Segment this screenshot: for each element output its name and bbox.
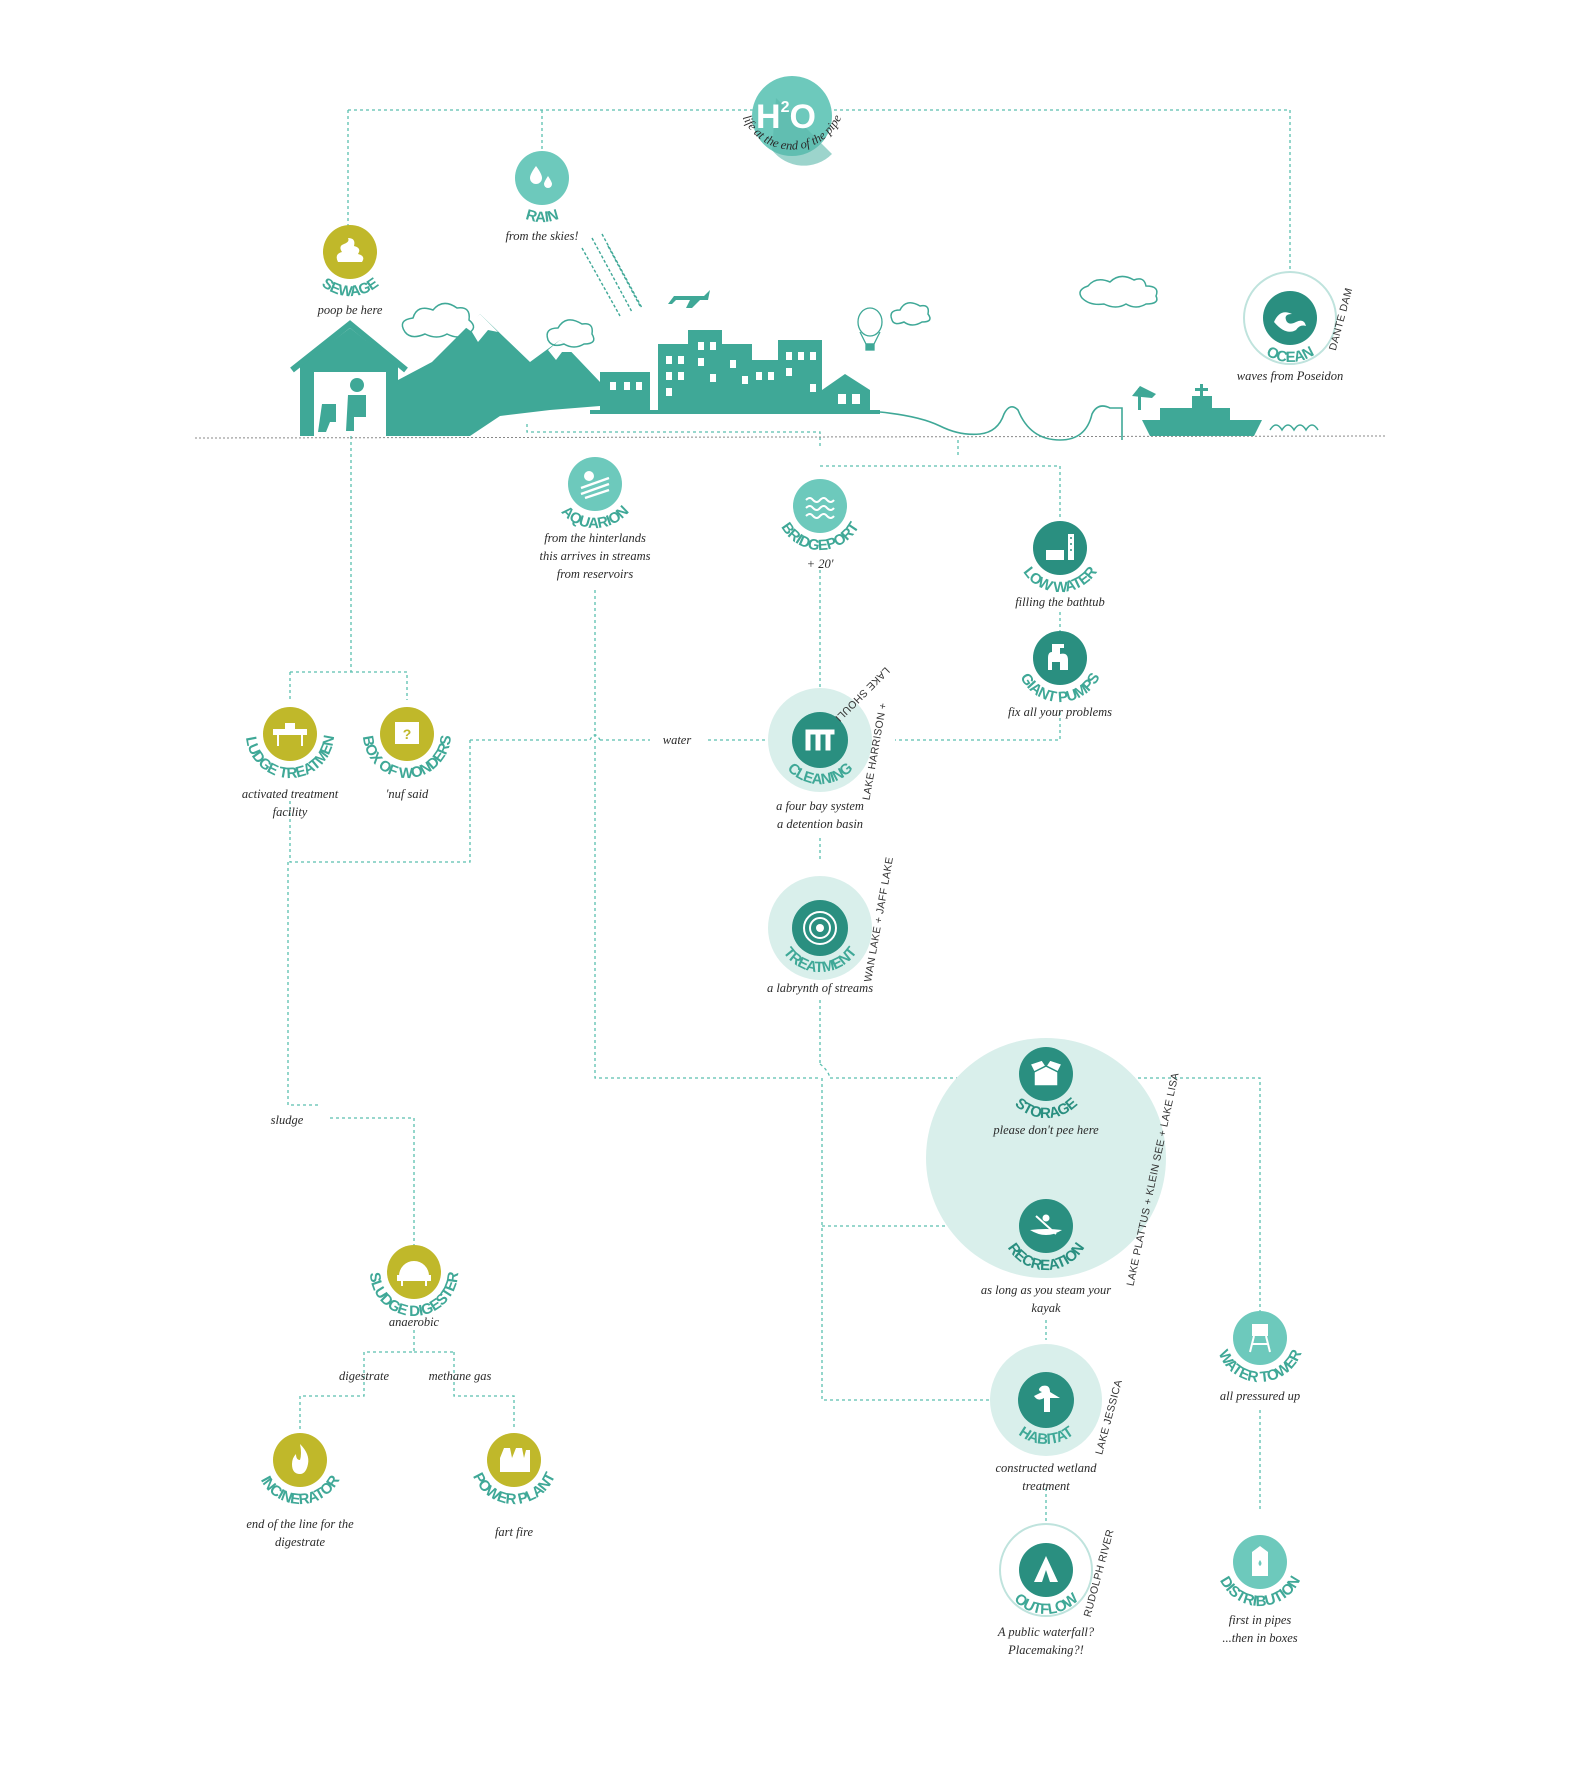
node-aquarion[interactable]: AQUARION from the hinterlands this arriv… bbox=[540, 457, 651, 581]
water-label-bg bbox=[650, 730, 705, 750]
node-h2o[interactable]: H2O life at the end of the pipe bbox=[740, 76, 844, 166]
node-bridgeport[interactable]: BRIDGEPORT + 20' bbox=[778, 479, 863, 571]
edge-label-sludge: sludge bbox=[271, 1113, 304, 1127]
node-treatment[interactable]: TREATMENT WAN LAKE + JAFF LAKE a labrynt… bbox=[767, 856, 896, 995]
storage-caption: please don't pee here bbox=[992, 1123, 1099, 1137]
ocean-caption: waves from Poseidon bbox=[1237, 369, 1343, 383]
habitat-caption-2: treatment bbox=[1022, 1479, 1070, 1493]
connector-main-hop bbox=[819, 1063, 831, 1079]
sludge-treatment-caption-1: activated treatment bbox=[242, 787, 339, 801]
ship-illustration bbox=[1132, 384, 1262, 436]
connector-ground-aquarion bbox=[526, 424, 821, 448]
node-sludge-digester[interactable]: SLUDGE DIGESTER anaerobic bbox=[366, 1245, 463, 1329]
house-illustration bbox=[290, 320, 408, 436]
rain-caption: from the skies! bbox=[505, 229, 578, 243]
h2o-title: H2O bbox=[756, 98, 816, 136]
connector-digester-split bbox=[364, 1330, 454, 1353]
connector-aquarion-down bbox=[594, 590, 820, 1079]
connector-ground-lowwater bbox=[820, 465, 1061, 518]
incinerator-caption-1: end of the line for the bbox=[246, 1517, 354, 1531]
aquarion-caption-2: this arrives in streams bbox=[540, 549, 651, 563]
mountain-left bbox=[398, 314, 600, 436]
connector-h2o-top bbox=[348, 109, 1291, 285]
sludge-label-bg bbox=[262, 1110, 312, 1128]
node-outflow[interactable]: OUTFLOW RUDOLPH RIVER A public waterfall… bbox=[997, 1523, 1117, 1657]
connector-wonders-loop bbox=[289, 740, 471, 863]
ground-line bbox=[194, 435, 1386, 439]
incinerator-caption-2: digestrate bbox=[275, 1535, 325, 1549]
balloon-icon bbox=[857, 307, 883, 351]
connector-methane bbox=[453, 1352, 515, 1430]
power-plant-caption: fart fire bbox=[495, 1525, 534, 1539]
sewage-caption: poop be here bbox=[317, 303, 383, 317]
water-tower-icon bbox=[1233, 1311, 1287, 1365]
edge-label-water: water bbox=[663, 733, 692, 747]
node-power-plant[interactable]: POWER PLANT fart fire bbox=[469, 1433, 559, 1539]
node-low-water[interactable]: LOW WATER filling the bathtub bbox=[1015, 521, 1105, 609]
outflow-caption-1: A public waterfall? bbox=[997, 1625, 1095, 1639]
city-windows bbox=[610, 342, 860, 404]
aquarion-caption-1: from the hinterlands bbox=[544, 531, 646, 545]
box-of-wonders-caption: 'nuf said bbox=[386, 787, 429, 801]
water-tower-caption: all pressured up bbox=[1220, 1389, 1300, 1403]
node-water-tower[interactable]: WATER TOWER all pressured up bbox=[1215, 1311, 1306, 1403]
mystery-box-glyph: ? bbox=[403, 726, 412, 742]
sludge-treatment-caption-2: facility bbox=[273, 805, 308, 819]
sludge-digester-caption: anaerobic bbox=[389, 1315, 440, 1329]
waves-icon bbox=[793, 479, 847, 533]
node-distribution[interactable]: DISTRIBUTION first in pipes ...then in b… bbox=[1216, 1535, 1304, 1645]
node-sewage[interactable]: SEWAGE poop be here bbox=[317, 225, 383, 317]
habitat-caption-1: constructed wetland bbox=[995, 1461, 1097, 1475]
distribution-caption-2: ...then in boxes bbox=[1222, 1631, 1297, 1645]
giant-pumps-caption: fix all your problems bbox=[1008, 705, 1112, 719]
node-cleaning[interactable]: CLEANING LAKE SHOULI LAKE HARRISON + a f… bbox=[768, 664, 892, 831]
node-giant-pumps[interactable]: GIANT PUMPS fix all your problems bbox=[1008, 631, 1112, 719]
connector-storage-tower bbox=[1090, 1077, 1261, 1312]
distribution-caption-1: first in pipes bbox=[1229, 1613, 1292, 1627]
rain-arrows bbox=[581, 233, 643, 317]
cloud-left bbox=[401, 302, 475, 338]
connector-sludge-digester bbox=[287, 862, 320, 1106]
node-habitat[interactable]: HABITAT LAKE JESSICA constructed wetland… bbox=[990, 1344, 1125, 1493]
ocean-label: OCEAN bbox=[1264, 343, 1317, 366]
node-incinerator[interactable]: INCINERATOR end of the line for the dige… bbox=[246, 1433, 354, 1549]
low-water-caption: filling the bathtub bbox=[1015, 595, 1105, 609]
treatment-caption: a labrynth of streams bbox=[767, 981, 873, 995]
bathtub-icon bbox=[1033, 521, 1087, 575]
lakes-halo bbox=[926, 1038, 1166, 1278]
connector-main-trunk bbox=[821, 1078, 990, 1401]
connector-sludge-split bbox=[290, 671, 408, 700]
plane-icon bbox=[668, 290, 710, 308]
cloud-right-2 bbox=[1079, 275, 1158, 308]
wave-icon bbox=[1263, 291, 1317, 345]
node-storage[interactable]: STORAGE please don't pee here bbox=[992, 1047, 1099, 1137]
outflow-caption-2: Placemaking?! bbox=[1007, 1643, 1084, 1657]
recreation-caption-1: as long as you steam your bbox=[981, 1283, 1111, 1297]
city-skyline bbox=[590, 330, 880, 414]
node-box-of-wonders[interactable]: ? BOX OF WONDERS 'nuf said bbox=[359, 707, 456, 801]
shoreline bbox=[879, 405, 1123, 441]
node-ocean[interactable]: OCEAN DANTE DAM waves from Poseidon bbox=[1237, 271, 1355, 383]
cleaning-caption-1: a four bay system bbox=[776, 799, 864, 813]
node-rain[interactable]: RAIN from the skies! bbox=[505, 151, 579, 243]
rain-label: RAIN bbox=[524, 206, 560, 226]
landscape-illustration bbox=[194, 233, 1386, 441]
cleaning-caption-2: a detention basin bbox=[777, 817, 863, 831]
edge-label-digestrate: digestrate bbox=[339, 1369, 389, 1383]
ocean-waves bbox=[1269, 424, 1319, 432]
edge-label-methane: methane gas bbox=[429, 1369, 492, 1383]
bridgeport-caption: + 20' bbox=[807, 557, 834, 571]
connector-digestrate bbox=[299, 1352, 365, 1430]
recreation-caption-2: kayak bbox=[1031, 1301, 1061, 1315]
aquarion-caption-3: from reservoirs bbox=[557, 567, 634, 581]
connector-pumps-cleaning bbox=[895, 712, 1061, 741]
connector-sludge-digester-2 bbox=[330, 1117, 415, 1245]
cloud-mid bbox=[546, 319, 595, 348]
cloud-right-1 bbox=[890, 302, 931, 326]
